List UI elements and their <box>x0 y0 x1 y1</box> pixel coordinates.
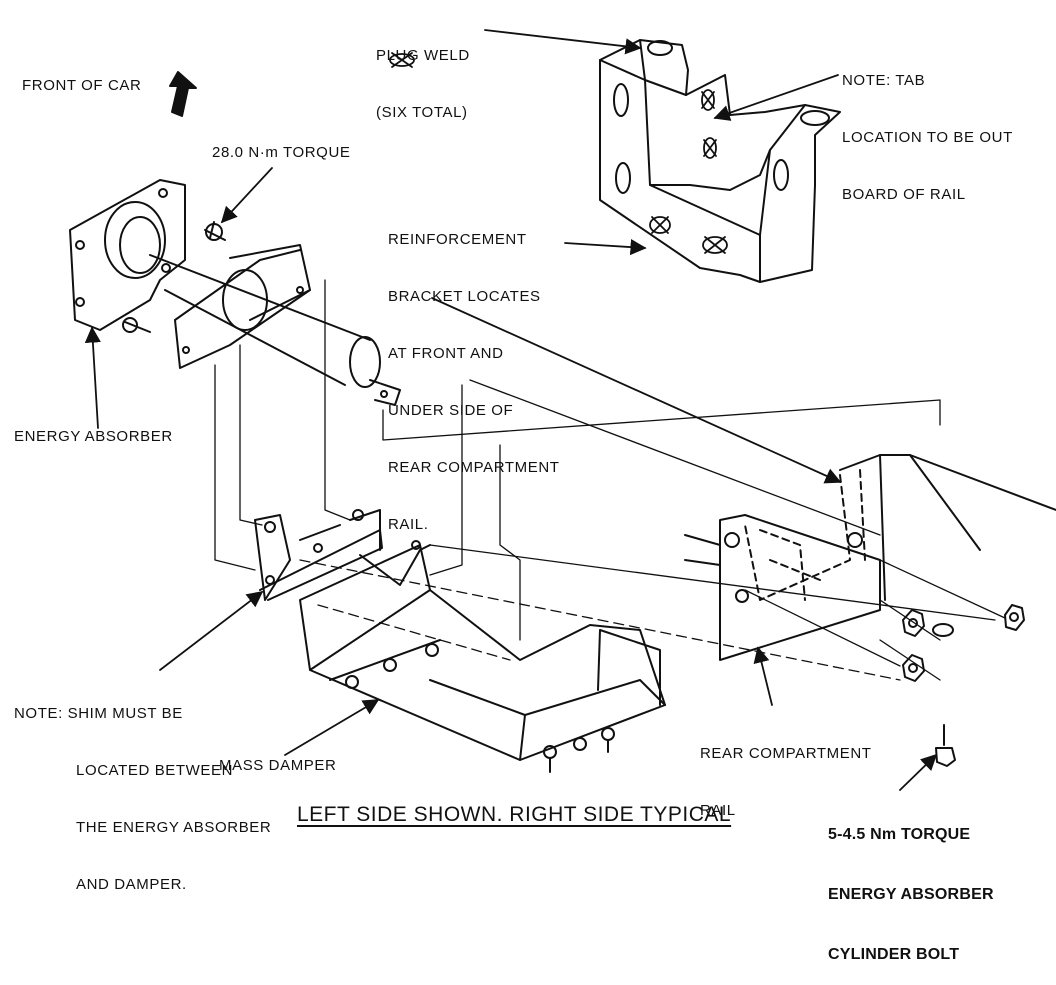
cylinder-bolt <box>935 724 956 767</box>
shim-note-line-2: LOCATED BETWEEN <box>76 762 234 779</box>
note-tab-label: NOTE: TAB LOCATION TO BE OUT BOARD OF RA… <box>842 33 1013 223</box>
reinforcement-label: REINFORCEMENT BRACKET LOCATES AT FRONT A… <box>388 192 560 553</box>
rear-rail-label: REAR COMPARTMENT RAIL <box>700 706 872 839</box>
torque-bolt-line-3: CYLINDER BOLT <box>828 946 960 963</box>
torque-bolt-label: 5-4.5 Nm TORQUE ENERGY ABSORBER CYLINDER… <box>828 785 994 985</box>
reinforcement-bracket <box>599 39 841 283</box>
diagram-canvas: PLUG WELD (SIX TOTAL) NOTE: TAB LOCATION… <box>14 8 1056 963</box>
reinforcement-line-5: REAR COMPARTMENT <box>388 459 560 476</box>
torque-bolt-line-2: ENERGY ABSORBER <box>828 886 994 903</box>
reinforcement-line-4: UNDER SIDE OF <box>388 402 514 419</box>
shim-note-line-3: THE ENERGY ABSORBER <box>76 819 272 836</box>
rear-rail-drawing <box>684 454 1056 661</box>
mass-damper-label: MASS DAMPER <box>219 757 337 774</box>
shim-note-label: NOTE: SHIM MUST BE LOCATED BETWEEN THE E… <box>14 666 271 913</box>
front-of-car-label: FRONT OF CAR <box>22 77 142 94</box>
shim-plates <box>254 509 431 601</box>
energy-absorber-label: ENERGY ABSORBER <box>14 428 173 445</box>
note-tab-leader <box>713 74 839 121</box>
plug-weld-line-1: PLUG WELD <box>376 47 470 64</box>
energy-absorber-leader <box>84 326 101 429</box>
torque-bolt-line-1: 5-4.5 Nm TORQUE <box>828 826 971 843</box>
shim-note-line-4: AND DAMPER. <box>76 876 187 893</box>
note-tab-line-1: NOTE: TAB <box>842 72 926 89</box>
shim-note-line-1: NOTE: SHIM MUST BE <box>14 705 183 722</box>
plug-weld-marks <box>389 52 728 254</box>
reinforcement-line-3: AT FRONT AND <box>388 345 504 362</box>
rear-rail-line-2: RAIL <box>700 802 736 819</box>
reinforcement-leader-1 <box>564 239 647 256</box>
mass-damper-leader <box>284 699 380 756</box>
plug-weld-line-2: (SIX TOTAL) <box>376 104 468 121</box>
rear-rail-line-1: REAR COMPARTMENT <box>700 745 872 762</box>
energy-absorber-drawing <box>69 179 401 406</box>
front-of-car-arrow <box>169 71 197 117</box>
diagram-drawing <box>69 29 1056 791</box>
rear-rail-leader <box>753 646 773 706</box>
shim-leader <box>159 591 264 671</box>
plug-weld-label: PLUG WELD (SIX TOTAL) <box>376 8 470 141</box>
reinforcement-line-1: REINFORCEMENT <box>388 231 527 248</box>
torque-bolt-leader <box>899 753 938 791</box>
note-tab-line-2: LOCATION TO BE OUT <box>842 129 1013 146</box>
nuts <box>902 604 1025 682</box>
reinforcement-leader-2 <box>431 297 842 484</box>
reinforcement-line-6: RAIL. <box>388 516 429 533</box>
note-tab-line-3: BOARD OF RAIL <box>842 186 966 203</box>
torque-28-label: 28.0 N·m TORQUE <box>212 144 351 161</box>
mass-damper-drawing <box>299 544 666 773</box>
reinforcement-line-2: BRACKET LOCATES <box>388 288 541 305</box>
plug-weld-leader <box>484 29 642 55</box>
diagram-caption: LEFT SIDE SHOWN. RIGHT SIDE TYPICAL <box>297 803 732 826</box>
torque-28-leader <box>220 167 273 224</box>
